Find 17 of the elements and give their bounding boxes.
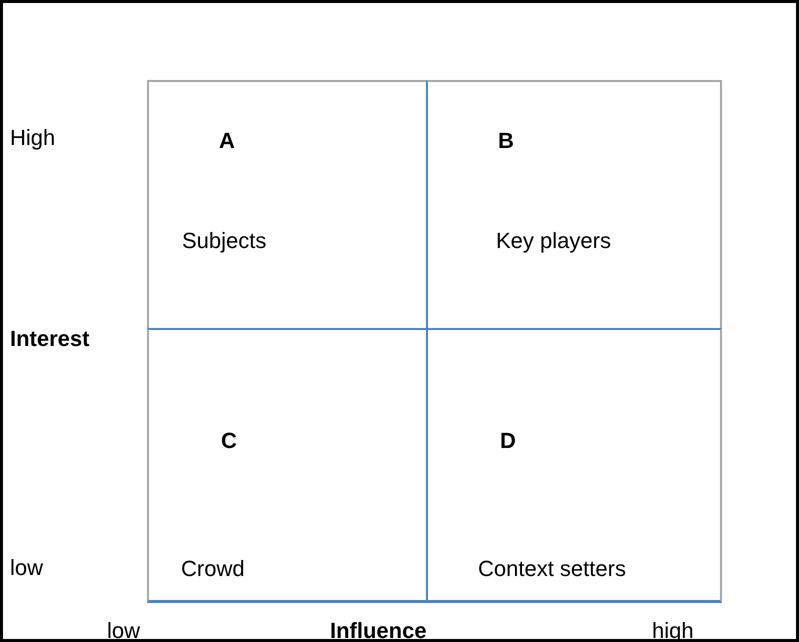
matrix-quadrant: [147, 80, 426, 328]
quadrant-label: Key players: [496, 230, 611, 252]
axis-tick-label: High: [10, 127, 56, 149]
axis-title: Interest: [10, 328, 90, 350]
quadrant-letter: D: [500, 430, 516, 452]
quadrant-letter: B: [498, 130, 514, 152]
quadrant-letter: A: [219, 130, 235, 152]
axis-tick-label: low: [107, 620, 140, 642]
quadrant-label: Crowd: [181, 558, 245, 580]
quadrant-label: Subjects: [182, 230, 266, 252]
matrix-quadrant: [426, 80, 722, 328]
quadrant-label: Context setters: [478, 558, 626, 580]
quadrant-letter: C: [221, 430, 237, 452]
axis-tick-label: low: [10, 557, 44, 579]
matrix-quadrant: [147, 328, 426, 603]
axis-title: Influence: [330, 620, 427, 642]
matrix-quadrant: [426, 328, 722, 603]
